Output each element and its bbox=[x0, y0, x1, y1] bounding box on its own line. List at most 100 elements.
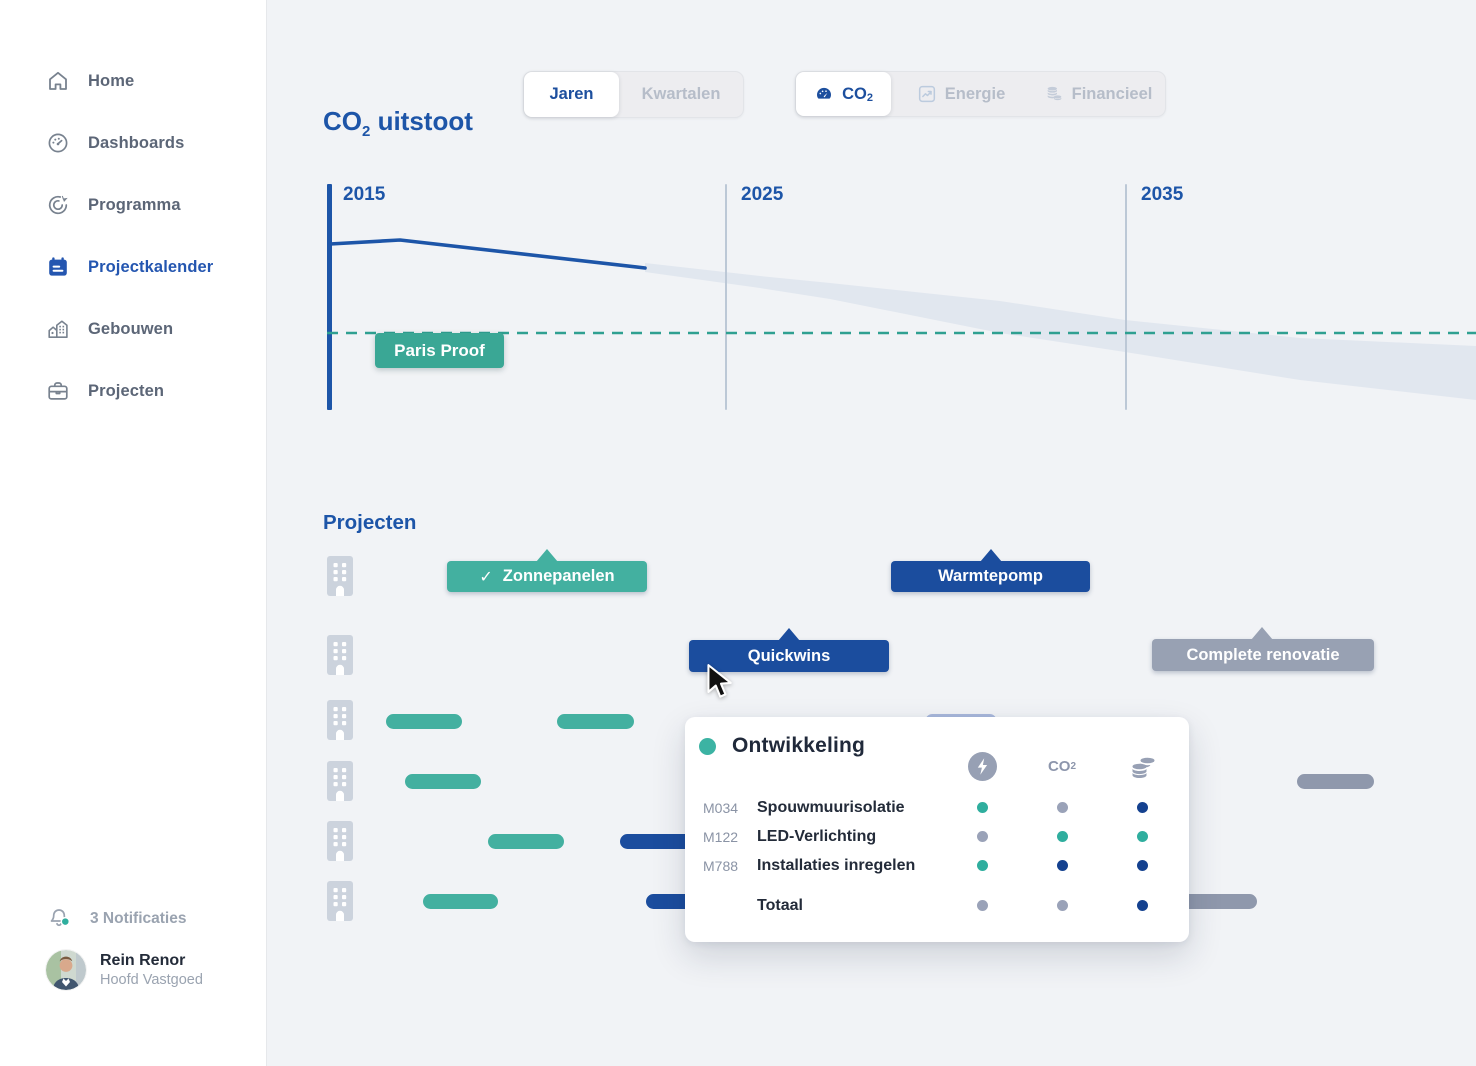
notifications-button[interactable]: 3 Notificaties bbox=[46, 903, 186, 934]
notifications-label: 3 Notificaties bbox=[90, 909, 187, 927]
sidebar-item-label: Programma bbox=[88, 195, 181, 214]
measure-name: Spouwmuurisolatie bbox=[757, 798, 905, 816]
project-badge-zonnepanelen[interactable]: ✓Zonnepanelen bbox=[447, 549, 647, 592]
sidebar-item-gebouwen[interactable]: Gebouwen bbox=[0, 309, 266, 349]
sidebar-item-home[interactable]: Home bbox=[0, 61, 266, 101]
status-dot bbox=[1056, 802, 1068, 813]
sidebar-item-projectkalender[interactable]: Projectkalender bbox=[0, 247, 266, 287]
energy-icon bbox=[942, 751, 1022, 781]
popup-measure-row: M122 LED-Verlichting bbox=[685, 822, 1189, 851]
status-dot bbox=[976, 900, 988, 911]
status-dot bbox=[976, 860, 988, 871]
sidebar-item-label: Dashboards bbox=[88, 133, 185, 152]
gauge-icon bbox=[814, 84, 834, 104]
measure-name: LED-Verlichting bbox=[757, 827, 877, 845]
user-profile[interactable]: Rein Renor Hoofd Vastgoed bbox=[46, 950, 203, 990]
measure-code: M788 bbox=[703, 857, 739, 874]
status-dot-cell bbox=[1102, 802, 1182, 813]
buildings-icon bbox=[46, 317, 70, 341]
period-option-jaren[interactable]: Jaren bbox=[524, 72, 619, 117]
period-toggle: Jaren Kwartalen bbox=[523, 71, 744, 118]
status-dot bbox=[1136, 831, 1148, 842]
money-icon bbox=[1102, 753, 1182, 780]
gantt-bar[interactable] bbox=[557, 714, 634, 729]
project-badge-warmtepomp[interactable]: Warmtepomp bbox=[891, 549, 1090, 592]
briefcase-icon bbox=[46, 379, 70, 403]
period-option-kwartalen[interactable]: Kwartalen bbox=[641, 85, 721, 103]
popup-measure-row: M034 Spouwmuurisolatie bbox=[685, 793, 1189, 822]
status-dot-cell bbox=[1022, 802, 1102, 813]
status-dot-cell bbox=[942, 802, 1022, 813]
measure-code: M122 bbox=[703, 828, 739, 845]
project-badge-quickwins[interactable]: Quickwins bbox=[689, 628, 889, 672]
tab-financieel[interactable]: Financieel bbox=[1031, 72, 1165, 116]
status-dot bbox=[1136, 900, 1148, 911]
year-tick-2035: 2035 bbox=[1141, 184, 1184, 205]
measure-name: Installaties inregelen bbox=[757, 856, 916, 874]
project-badge-label: Complete renovatie bbox=[1186, 645, 1340, 664]
projects-heading: Projecten bbox=[323, 511, 417, 534]
sidebar-item-label: Projecten bbox=[88, 381, 165, 400]
gantt-bar[interactable] bbox=[1297, 774, 1374, 789]
building-icon bbox=[327, 700, 353, 740]
status-dot-cell bbox=[1022, 831, 1102, 842]
status-dot-cell bbox=[1102, 831, 1182, 842]
sidebar-item-projecten[interactable]: Projecten bbox=[0, 371, 266, 411]
avatar bbox=[46, 950, 86, 990]
sidebar-item-label: Projectkalender bbox=[88, 257, 214, 276]
bell-icon bbox=[46, 903, 72, 934]
building-icon bbox=[327, 635, 353, 675]
sidebar-item-dashboards[interactable]: Dashboards bbox=[0, 123, 266, 163]
user-role: Hoofd Vastgoed bbox=[100, 972, 203, 988]
gantt-bar[interactable] bbox=[488, 834, 564, 849]
program-icon bbox=[46, 193, 70, 217]
building-icon bbox=[327, 556, 353, 596]
popup-total-row: Totaal bbox=[685, 891, 1189, 920]
status-dot bbox=[976, 802, 988, 813]
status-dot bbox=[1056, 900, 1068, 911]
gantt-bar[interactable] bbox=[386, 714, 462, 729]
popup-title: Ontwikkeling bbox=[732, 734, 866, 757]
badge-pointer-icon bbox=[536, 549, 558, 562]
coins-icon bbox=[1044, 84, 1064, 104]
status-dot-cell bbox=[942, 860, 1022, 871]
home-icon bbox=[46, 69, 70, 93]
sidebar-item-label: Gebouwen bbox=[88, 319, 174, 338]
measure-code: M034 bbox=[703, 799, 739, 816]
badge-pointer-icon bbox=[1251, 627, 1273, 640]
status-dot-cell bbox=[1022, 900, 1102, 911]
status-dot-cell bbox=[942, 900, 1022, 911]
status-dot bbox=[1056, 860, 1068, 871]
tab-energie[interactable]: Energie bbox=[891, 72, 1031, 116]
status-dot bbox=[976, 831, 988, 842]
measure-name: Totaal bbox=[757, 896, 803, 914]
project-badge-label: Warmtepomp bbox=[938, 567, 1043, 585]
gantt-bar[interactable] bbox=[405, 774, 481, 789]
project-badge-complete-renovatie[interactable]: Complete renovatie bbox=[1152, 627, 1374, 671]
status-dot-cell bbox=[942, 831, 1022, 842]
check-icon: ✓ bbox=[479, 568, 493, 586]
status-dot-cell bbox=[1102, 860, 1182, 871]
project-badge-label: Quickwins bbox=[747, 646, 831, 665]
popup-measure-row: M788 Installaties inregelen bbox=[685, 851, 1189, 880]
sidebar-item-programma[interactable]: Programma bbox=[0, 185, 266, 225]
dashboard-icon bbox=[46, 131, 70, 155]
calendar-icon bbox=[46, 255, 70, 279]
status-dot bbox=[1136, 802, 1148, 813]
status-dot-cell bbox=[1102, 900, 1182, 911]
gantt-bar[interactable] bbox=[423, 894, 498, 909]
status-dot bbox=[699, 737, 716, 755]
sidebar-item-label: Home bbox=[88, 71, 135, 90]
status-dot bbox=[1136, 860, 1148, 871]
building-icon bbox=[327, 821, 353, 861]
year-tick-2025: 2025 bbox=[741, 184, 784, 205]
